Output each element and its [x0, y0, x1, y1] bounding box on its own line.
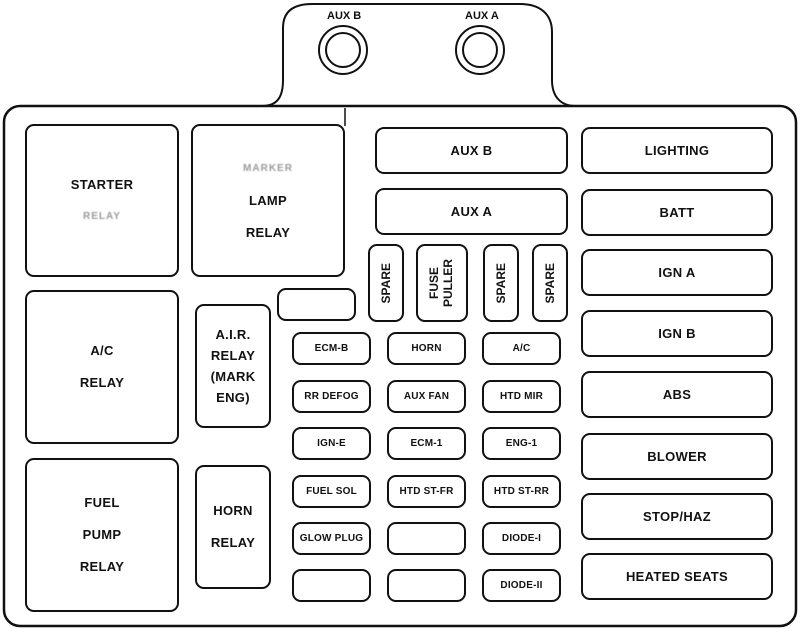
spare-fuse-2: SPARE [483, 244, 519, 322]
small-fuse-15: DIODE-I [482, 522, 561, 555]
horn-relay: HORN RELAY [195, 465, 271, 589]
aux-a-fuse-label: AUX A [450, 204, 493, 219]
marker-lamp-relay-line-3: RELAY [245, 224, 291, 240]
small-fuse-label: ENG-1 [505, 438, 538, 449]
right-fuse-label: BLOWER [647, 449, 707, 464]
small-fuse-10: FUEL SOL [292, 475, 371, 508]
small-fuse-label: DIODE-II [500, 580, 543, 591]
horn-relay-line-2: RELAY [210, 535, 256, 550]
small-fuse-1: ECM-B [292, 332, 371, 365]
small-fuse-label: ECM-1 [410, 438, 443, 449]
horn-relay-line-1: HORN [213, 503, 253, 518]
small-fuse-4: RR DEFOG [292, 380, 371, 413]
fuse-puller-label: FUSE PULLER [427, 259, 455, 307]
aux-a-socket-inner [462, 32, 498, 68]
aux-a-fuse: AUX A [375, 188, 568, 235]
starter-relay: STARTER RELAY [25, 124, 179, 277]
right-fuse-3: IGN A [581, 249, 773, 296]
marker-lamp-relay-line-2: LAMP [248, 192, 288, 208]
right-fuse-label: LIGHTING [644, 143, 710, 158]
starter-relay-line-1: STARTER [70, 176, 134, 192]
connector-housing [261, 3, 577, 107]
small-fuse-16 [292, 569, 371, 602]
fuel-pump-relay-line-2: PUMP [82, 527, 122, 542]
right-fuse-5: ABS [581, 371, 773, 418]
marker-lamp-relay: MARKER LAMP RELAY [191, 124, 345, 277]
ac-relay-line-1: A/C [90, 343, 114, 358]
small-fuse-11: HTD ST-FR [387, 475, 466, 508]
fuel-pump-relay: FUEL PUMP RELAY [25, 458, 179, 612]
right-fuse-label: IGN A [658, 265, 696, 280]
aux-b-socket-inner [325, 32, 361, 68]
air-relay-line-4: ENG) [216, 390, 250, 405]
right-fuse-1: LIGHTING [581, 127, 773, 174]
small-fuse-17 [387, 569, 466, 602]
air-relay: A.I.R. RELAY (MARK ENG) [195, 304, 271, 428]
aux-a-socket-label: AUX A [465, 10, 499, 22]
right-fuse-8: HEATED SEATS [581, 553, 773, 600]
ac-relay: A/C RELAY [25, 290, 179, 444]
right-fuse-label: ABS [662, 387, 692, 402]
small-fuse-5: AUX FAN [387, 380, 466, 413]
small-fuse-label: AUX FAN [403, 391, 450, 402]
small-fuse-label: IGN-E [317, 438, 346, 449]
right-fuse-label: HEATED SEATS [625, 569, 729, 584]
ac-relay-line-2: RELAY [79, 375, 125, 390]
fuse-puller: FUSE PULLER [416, 244, 468, 322]
small-fuse-label: RR DEFOG [304, 391, 359, 402]
air-relay-line-1: A.I.R. [215, 327, 251, 342]
fuel-pump-relay-line-3: RELAY [79, 559, 125, 574]
right-fuse-6: BLOWER [581, 433, 773, 480]
small-fuse-label: DIODE-I [501, 533, 542, 544]
spare-fuse-1-label: SPARE [379, 262, 393, 304]
right-fuse-7: STOP/HAZ [581, 493, 773, 540]
small-fuse-7: IGN-E [292, 427, 371, 460]
spare-fuse-3-label: SPARE [543, 262, 557, 304]
fuel-pump-relay-line-1: FUEL [84, 495, 120, 510]
small-fuse-9: ENG-1 [482, 427, 561, 460]
air-relay-line-2: RELAY [210, 348, 256, 363]
spare-fuse-1: SPARE [368, 244, 404, 322]
small-fuse-label: A/C [512, 343, 531, 354]
small-fuse-2: HORN [387, 332, 466, 365]
spare-fuse-2-label: SPARE [494, 262, 508, 304]
small-fuse-3: A/C [482, 332, 561, 365]
small-fuse-label: HORN [411, 343, 442, 354]
small-fuse-13: GLOW PLUG [292, 522, 371, 555]
right-fuse-label: BATT [659, 205, 695, 220]
small-fuse-14 [387, 522, 466, 555]
right-fuse-2: BATT [581, 189, 773, 236]
spare-fuse-3: SPARE [532, 244, 568, 322]
small-fuse-label: HTD ST-FR [399, 486, 454, 497]
small-fuse-label: HTD ST-RR [493, 486, 550, 497]
starter-relay-line-2: RELAY [83, 210, 121, 222]
small-fuse-6: HTD MIR [482, 380, 561, 413]
small-fuse-12: HTD ST-RR [482, 475, 561, 508]
right-fuse-label: IGN B [658, 326, 696, 341]
small-fuse-18: DIODE-II [482, 569, 561, 602]
small-fuse-label: HTD MIR [499, 391, 544, 402]
small-fuse-8: ECM-1 [387, 427, 466, 460]
right-fuse-4: IGN B [581, 310, 773, 357]
aux-b-fuse-label: AUX B [450, 143, 493, 158]
air-relay-line-3: (MARK [210, 369, 256, 384]
empty-slot [277, 288, 356, 321]
aux-b-fuse: AUX B [375, 127, 568, 174]
right-fuse-label: STOP/HAZ [643, 509, 711, 524]
aux-b-socket-label: AUX B [327, 10, 362, 22]
marker-lamp-relay-line-1: MARKER [243, 162, 293, 174]
small-fuse-label: GLOW PLUG [299, 533, 364, 544]
small-fuse-label: FUEL SOL [306, 486, 357, 497]
small-fuse-label: ECM-B [314, 343, 349, 354]
